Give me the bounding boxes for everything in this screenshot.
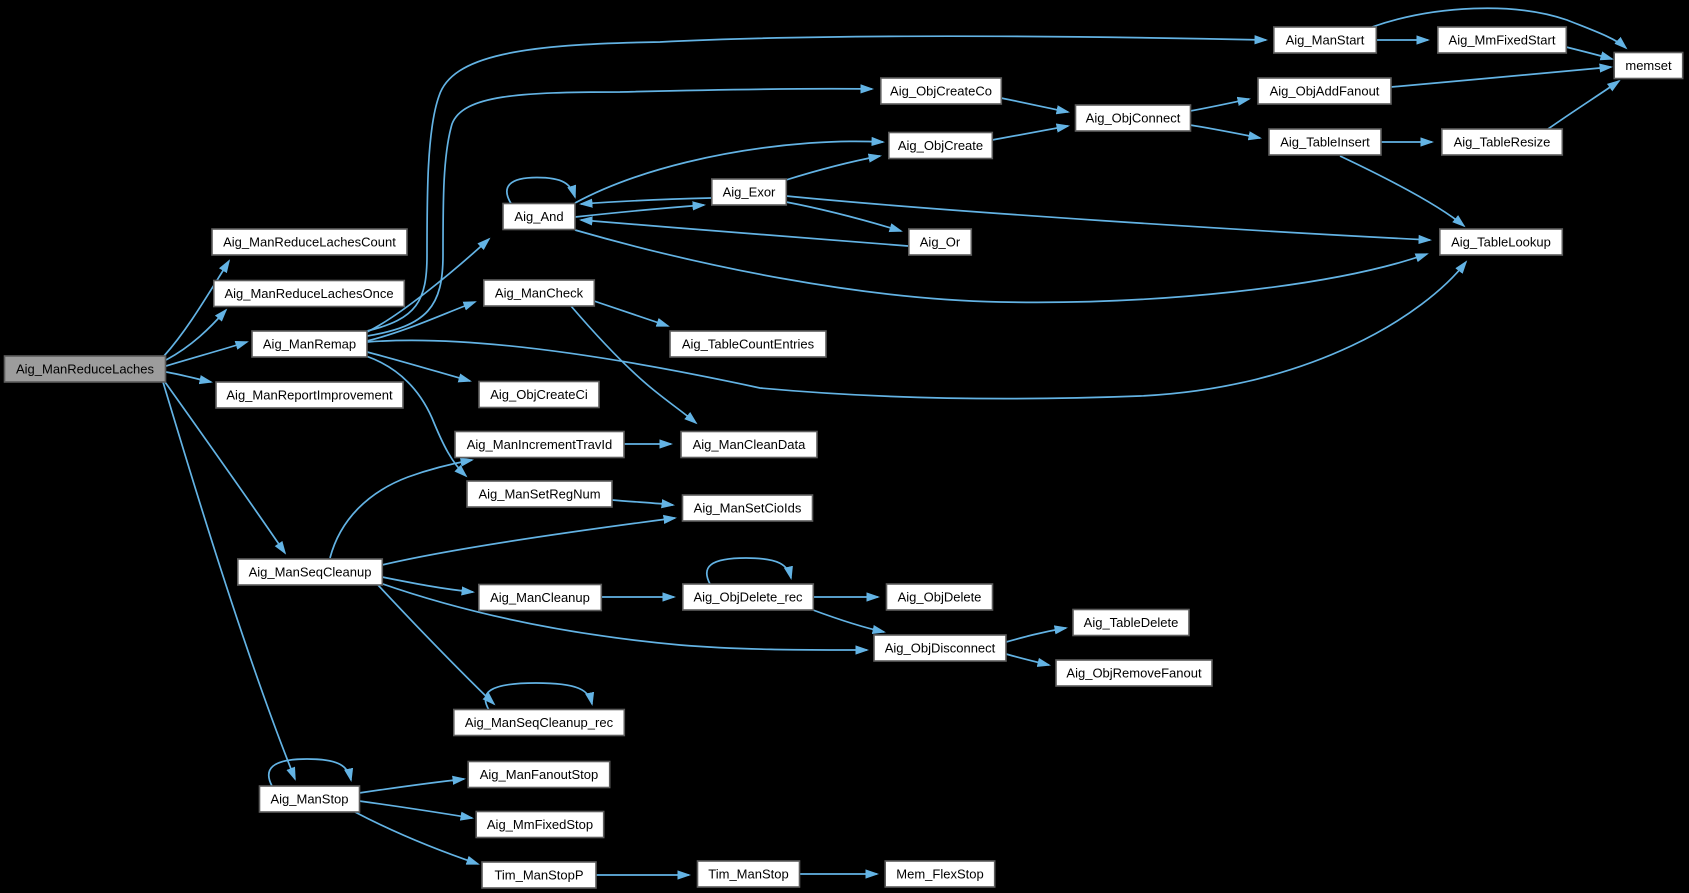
svg-text:Aig_ManCleanup: Aig_ManCleanup [490,590,590,605]
svg-text:Aig_ManReduceLachesCount: Aig_ManReduceLachesCount [223,235,396,250]
svg-text:Aig_Exor: Aig_Exor [723,185,776,200]
svg-text:Aig_MmFixedStop: Aig_MmFixedStop [487,817,593,832]
svg-text:Aig_ObjAddFanout: Aig_ObjAddFanout [1270,84,1380,99]
svg-text:Aig_ManReduceLachesOnce: Aig_ManReduceLachesOnce [224,286,393,301]
svg-text:memset: memset [1625,58,1672,73]
svg-text:Aig_ObjDelete: Aig_ObjDelete [898,590,982,605]
svg-text:Aig_TableLookup: Aig_TableLookup [1451,235,1551,250]
svg-text:Aig_ManSeqCleanup_rec: Aig_ManSeqCleanup_rec [465,715,614,730]
svg-text:Aig_ObjCreate: Aig_ObjCreate [898,138,983,153]
svg-text:Aig_ObjCreateCi: Aig_ObjCreateCi [490,387,588,402]
svg-text:Aig_ObjCreateCo: Aig_ObjCreateCo [890,84,992,99]
svg-text:Aig_ManCheck: Aig_ManCheck [495,286,584,301]
svg-text:Aig_And: Aig_And [514,209,563,224]
svg-text:Aig_TableDelete: Aig_TableDelete [1084,615,1179,630]
svg-text:Aig_ManSetRegNum: Aig_ManSetRegNum [478,487,600,502]
svg-text:Aig_MmFixedStart: Aig_MmFixedStart [1449,33,1556,48]
svg-text:Mem_FlexStop: Mem_FlexStop [896,867,983,882]
svg-text:Aig_TableResize: Aig_TableResize [1454,135,1551,150]
svg-text:Aig_Or: Aig_Or [920,235,961,250]
svg-text:Aig_ManSeqCleanup: Aig_ManSeqCleanup [249,565,372,580]
svg-text:Aig_ObjDelete_rec: Aig_ObjDelete_rec [693,590,803,605]
svg-text:Aig_ManStart: Aig_ManStart [1286,33,1365,48]
svg-text:Aig_ManReportImprovement: Aig_ManReportImprovement [226,388,393,403]
svg-text:Aig_TableInsert: Aig_TableInsert [1280,135,1370,150]
svg-text:Aig_ManStop: Aig_ManStop [270,792,348,807]
svg-text:Aig_ManCleanData: Aig_ManCleanData [693,437,807,452]
svg-text:Aig_ManSetCioIds: Aig_ManSetCioIds [694,501,802,516]
svg-text:Aig_ManRemap: Aig_ManRemap [263,337,356,352]
svg-text:Aig_ObjRemoveFanout: Aig_ObjRemoveFanout [1066,666,1202,681]
svg-text:Tim_ManStopP: Tim_ManStopP [494,868,583,883]
svg-text:Aig_ManFanoutStop: Aig_ManFanoutStop [480,767,599,782]
svg-text:Aig_ManReduceLaches: Aig_ManReduceLaches [16,362,155,377]
svg-text:Aig_ObjDisconnect: Aig_ObjDisconnect [885,641,996,656]
svg-text:Aig_TableCountEntries: Aig_TableCountEntries [682,337,815,352]
svg-text:Aig_ManIncrementTravId: Aig_ManIncrementTravId [467,437,612,452]
svg-text:Tim_ManStop: Tim_ManStop [708,867,788,882]
svg-text:Aig_ObjConnect: Aig_ObjConnect [1086,111,1181,126]
